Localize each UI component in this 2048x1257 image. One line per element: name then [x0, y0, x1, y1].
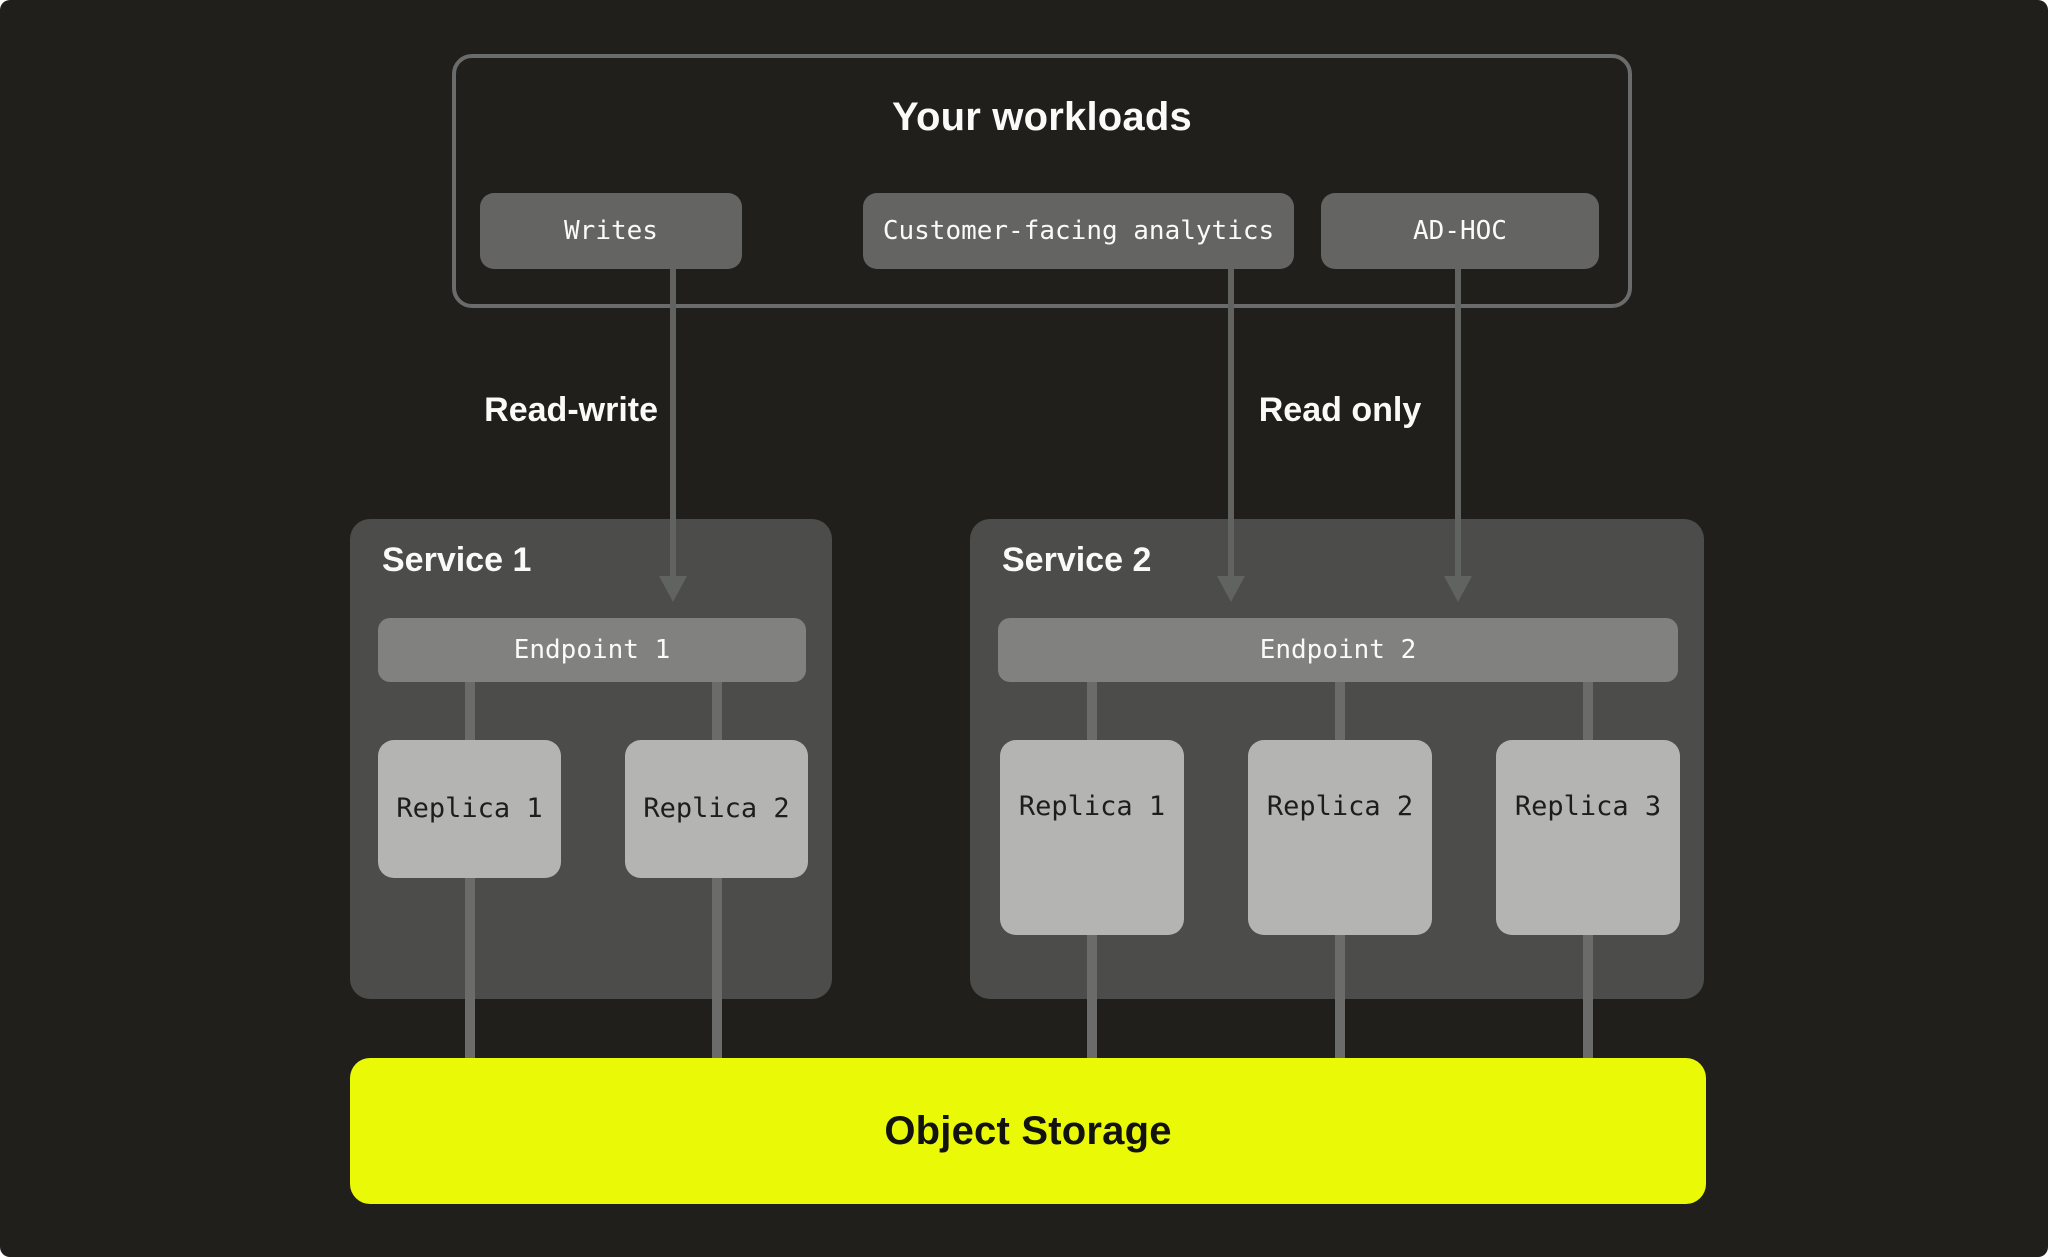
service-1-replica-2: Replica 2: [625, 740, 808, 878]
service-2-title: Service 2: [1002, 541, 1152, 579]
pill-ad-hoc: AD-HOC: [1321, 193, 1599, 269]
arrowhead-writes-icon: [659, 576, 687, 602]
pill-writes: Writes: [480, 193, 742, 269]
label-read-only: Read only: [1258, 391, 1422, 429]
endpoint-2-bar: Endpoint 2: [998, 618, 1678, 682]
pill-customer-facing-analytics: Customer-facing analytics: [863, 193, 1294, 269]
workloads-group-box: [452, 54, 1632, 308]
object-storage-bar: Object Storage: [350, 1058, 1706, 1204]
arrow-adhoc-to-endpoint-2: [1455, 269, 1461, 578]
service-1-replica-1: Replica 1: [378, 740, 561, 878]
workloads-title: Your workloads: [892, 95, 1192, 139]
arrowhead-adhoc-icon: [1444, 576, 1472, 602]
service-2-replica-3: Replica 3: [1496, 740, 1680, 935]
service-1-title: Service 1: [382, 541, 532, 579]
label-read-write: Read-write: [484, 391, 658, 429]
arrow-writes-to-endpoint-1: [670, 269, 676, 578]
service-2-replica-2: Replica 2: [1248, 740, 1432, 935]
service-2-replica-1: Replica 1: [1000, 740, 1184, 935]
arrow-analytics-to-endpoint-2: [1228, 269, 1234, 578]
arrowhead-analytics-icon: [1217, 576, 1245, 602]
endpoint-1-bar: Endpoint 1: [378, 618, 806, 682]
object-storage-label: Object Storage: [884, 1108, 1172, 1153]
